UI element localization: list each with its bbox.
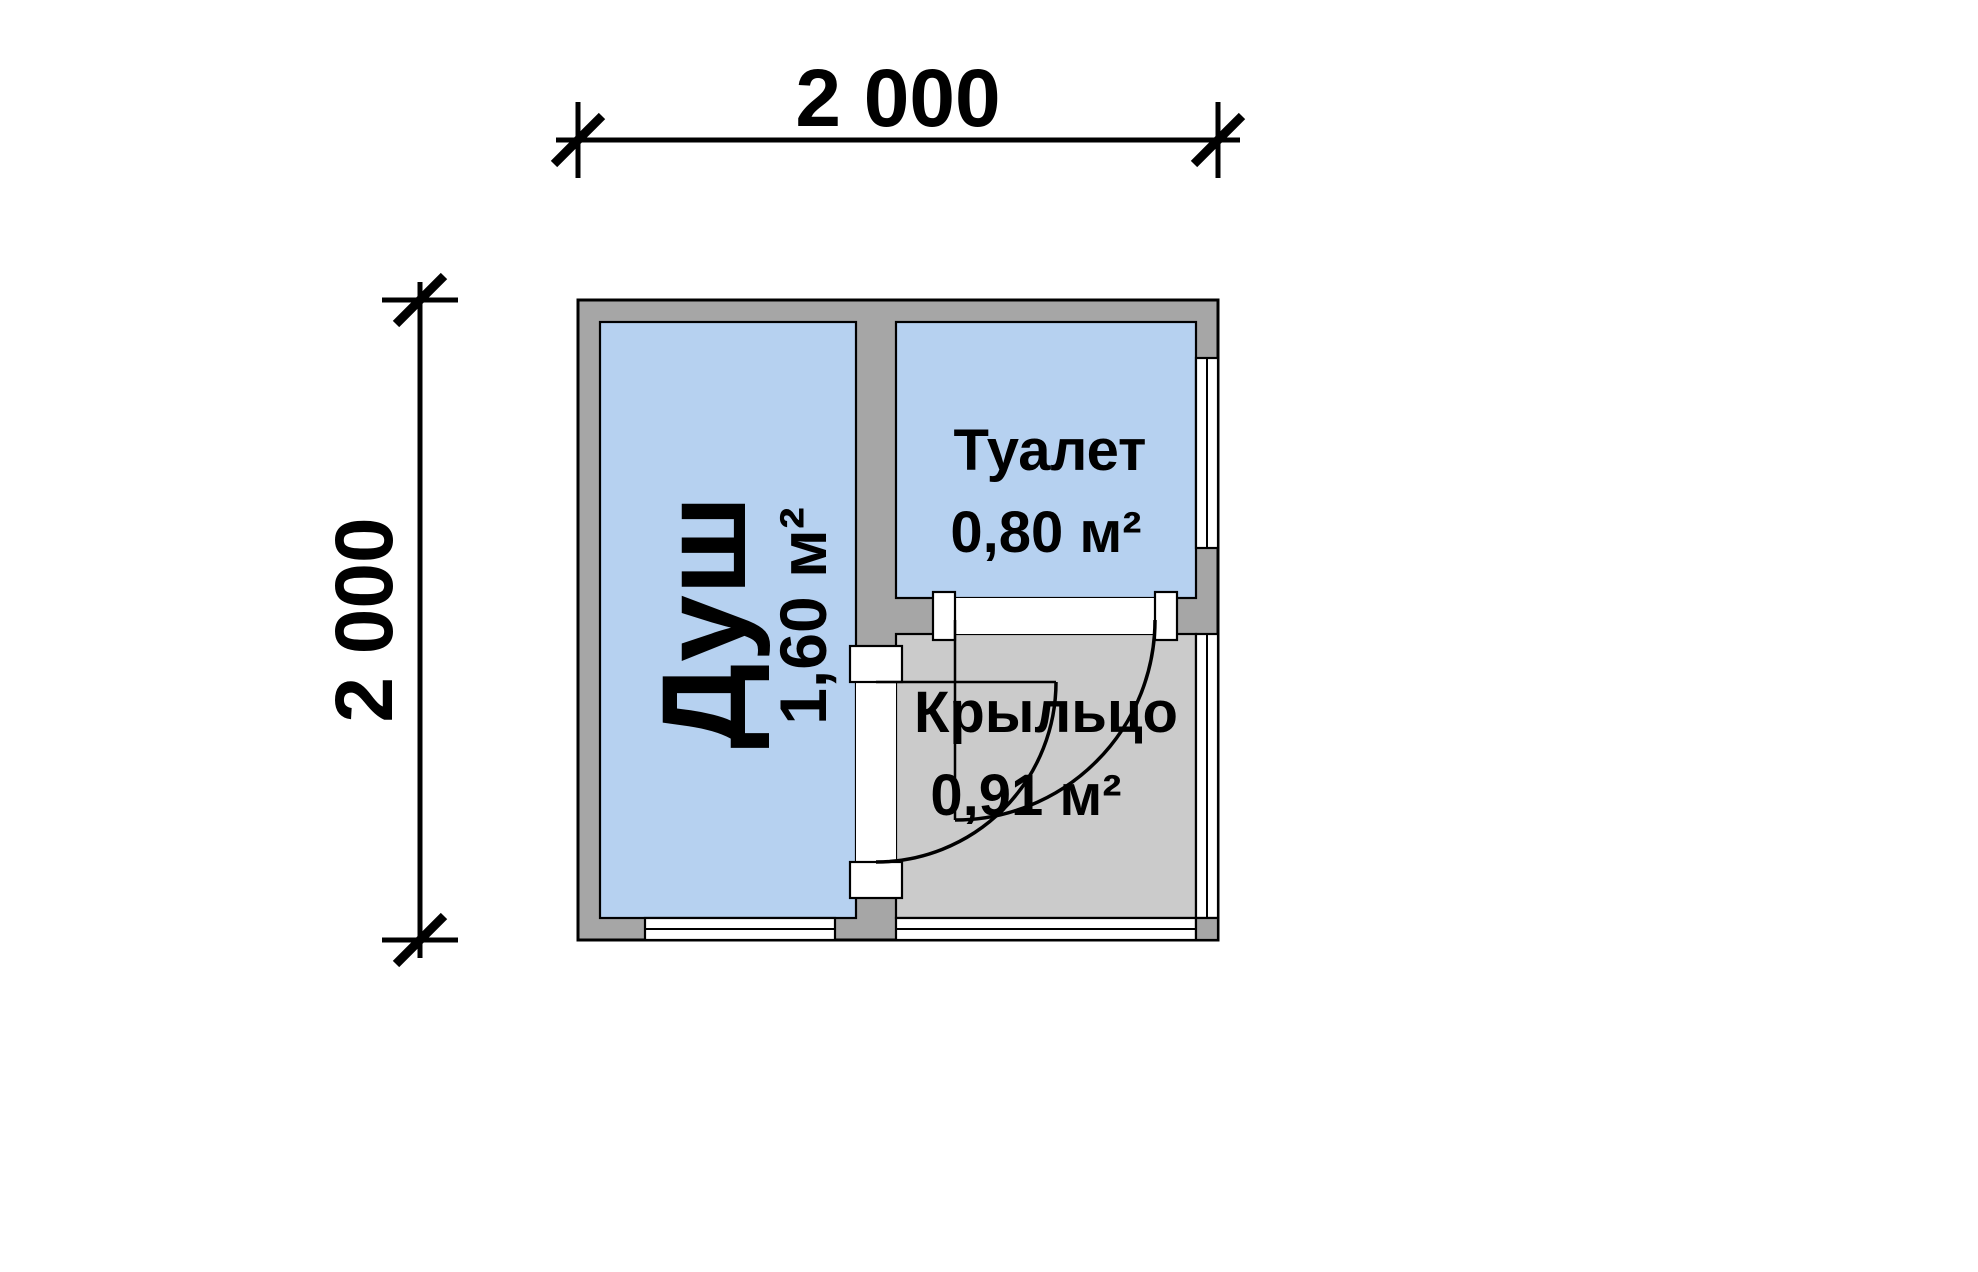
dimension-top-label: 2 000 [795,53,1000,144]
corner-post [1194,916,1220,942]
dimension-top-tick-left [550,112,606,168]
porch-edge-right [1194,632,1220,920]
dimension-left: 2 000 [319,272,458,968]
porch-edge-bottom [894,916,1198,942]
doorway-shower-opening [856,682,896,862]
dimension-top: 2 000 [550,53,1246,178]
door-jamb-shower-top [848,644,904,684]
door-jamb-shower-bottom [848,860,904,900]
door-jamb-toilet-right [1153,590,1179,642]
door-shower-arc [875,681,1058,864]
room-toilet-area: 0,80 м² [950,500,1141,565]
room-shower-floor [598,320,858,920]
door-shower [875,680,1058,864]
doorway-toilet-opening [955,598,1155,634]
dimension-left-tick-top [392,272,448,328]
window-bottom [643,916,837,942]
room-toilet-label: Туалет [954,418,1147,483]
window-right [1194,356,1220,550]
room-shower-area: 1,60 м² [766,507,840,725]
dimension-left-label: 2 000 [319,517,410,722]
room-porch-label: Крыльцо [914,680,1178,745]
door-jamb-toilet-left [931,590,957,642]
room-shower-label: Душ [637,495,771,749]
dimension-left-tick-bottom [392,912,448,968]
room-porch-area: 0,91 м² [930,763,1121,828]
dimension-top-tick-right [1190,112,1246,168]
